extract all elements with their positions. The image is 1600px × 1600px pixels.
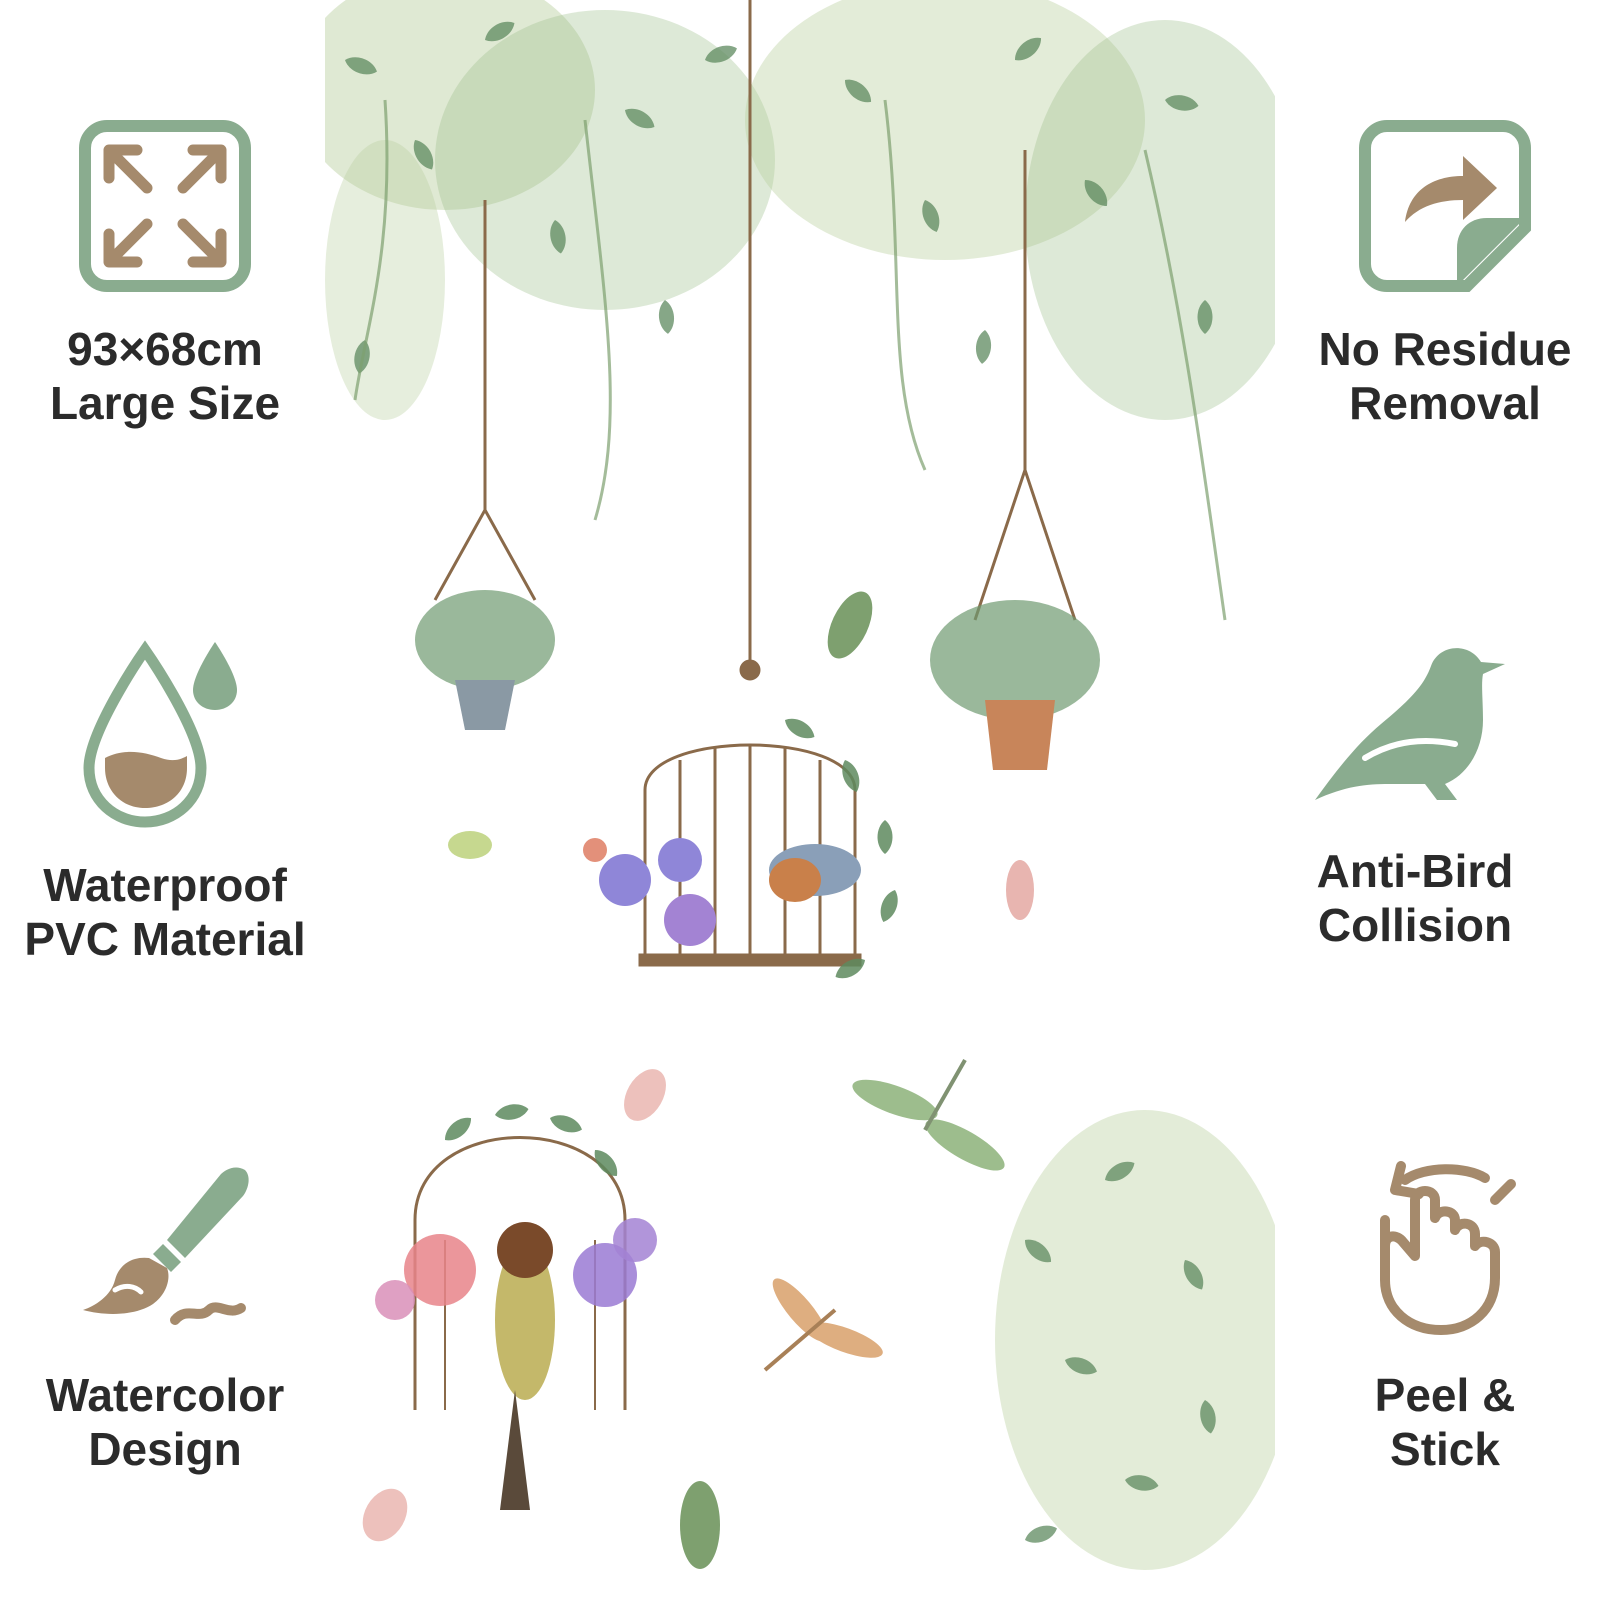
feature-waterproof-label: Waterproof PVC Material [15,858,315,966]
hanging-pot-left [415,590,555,730]
feature-size-line1: 93×68cm [67,323,263,375]
feature-waterproof: Waterproof PVC Material [15,640,315,966]
foliage-bottom-right [995,1110,1275,1570]
expand-arrows-icon [79,120,251,292]
cage-bird [769,844,861,902]
hanging-ropes [433,0,1077,660]
dragonfly-green [852,1059,1005,1171]
falling-leaves [362,591,1034,1569]
flower-arch [375,1101,657,1510]
feature-watercolor-line2: Design [88,1423,242,1475]
feature-antibird-line1: Anti-Bird [1316,845,1514,897]
feature-antibird: Anti-Bird Collision [1265,640,1565,952]
feature-residue: No Residue Removal [1295,118,1595,430]
feature-peel-line1: Peel & [1374,1369,1516,1421]
peel-finger-icon [1380,1161,1516,1335]
feature-watercolor-label: Watercolor Design [15,1368,315,1476]
feature-antibird-line2: Collision [1317,899,1513,951]
feature-watercolor-line1: Watercolor [45,1369,285,1421]
bird-icon [1315,648,1505,800]
cage-flowers [583,838,716,946]
feature-peel: Peel & Stick [1295,1160,1595,1476]
foliage-canopy [325,0,1275,621]
peeling-sticker-icon [1359,120,1531,292]
feature-peel-label: Peel & Stick [1295,1368,1595,1476]
hanging-pot-right [930,600,1100,770]
feature-residue-line2: Removal [1349,377,1541,429]
feature-size-line2: Large Size [49,377,281,429]
paintbrush-icon [83,1167,249,1325]
feature-antibird-label: Anti-Bird Collision [1265,844,1565,952]
dragonfly-orange [763,1278,883,1372]
feature-size-label: 93×68cm Large Size [15,322,315,430]
feature-residue-line1: No Residue [1318,323,1572,375]
feature-size: 93×68cm Large Size [15,118,315,430]
water-drop-icon [83,640,237,828]
feature-peel-line2: Stick [1390,1423,1500,1475]
feature-waterproof-line2: PVC Material [24,913,306,965]
feature-watercolor: Watercolor Design [15,1160,315,1476]
feature-waterproof-line1: Waterproof [43,859,287,911]
feature-residue-label: No Residue Removal [1295,322,1595,430]
watercolor-sticker-artwork [325,0,1275,1570]
